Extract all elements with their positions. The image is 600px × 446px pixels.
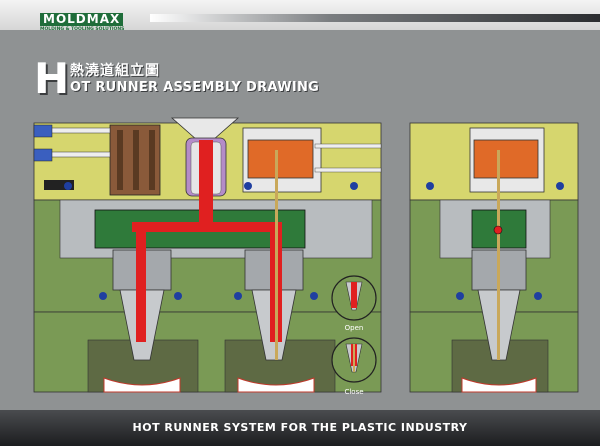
right-panel-valve-pin xyxy=(497,150,500,360)
sprue-melt-channel xyxy=(199,140,213,230)
logo-brand: MOLDMAX xyxy=(40,13,124,26)
title-english: OT RUNNER ASSEMBLY DRAWING xyxy=(70,80,320,95)
label-close: Close xyxy=(344,388,363,396)
bolt-1 xyxy=(64,182,72,190)
left-cylinder-slot-2 xyxy=(133,130,139,190)
main-assembly: Open Close xyxy=(33,117,382,396)
footer-text: HOT RUNNER SYSTEM FOR THE PLASTIC INDUST… xyxy=(132,421,468,434)
right-panel-melt-port xyxy=(493,225,503,235)
logo-tagline: MOLDING & TOOLING SOLUTIONS xyxy=(40,27,125,32)
bolt-7 xyxy=(310,292,318,300)
right-bolt-1 xyxy=(426,182,434,190)
title-chinese: 熱澆道組立圖 xyxy=(70,63,160,79)
air-line-3 xyxy=(314,143,382,149)
bolt-6 xyxy=(234,292,242,300)
bolt-3 xyxy=(350,182,358,190)
valve-pin xyxy=(275,150,278,360)
bolt-2 xyxy=(244,182,252,190)
label-open: Open xyxy=(345,324,364,332)
molded-part-right xyxy=(237,377,315,393)
detail-open-melt xyxy=(351,282,357,308)
air-line-4 xyxy=(314,167,382,173)
company-logo: MOLDMAX MOLDING & TOOLING SOLUTIONS xyxy=(40,8,124,32)
detail-close-pin xyxy=(353,344,355,372)
secondary-assembly xyxy=(409,122,579,393)
left-nozzle-melt-channel xyxy=(136,222,146,342)
air-fitting-1 xyxy=(33,124,53,138)
left-cylinder-slot-3 xyxy=(149,130,155,190)
manifold-melt-channel xyxy=(132,222,282,232)
air-fitting-2 xyxy=(33,148,53,162)
molded-part-left xyxy=(103,377,181,393)
footer-bar: HOT RUNNER SYSTEM FOR THE PLASTIC INDUST… xyxy=(0,410,600,446)
top-header-bar: MOLDMAX MOLDING & TOOLING SOLUTIONS xyxy=(0,0,600,32)
connector-block xyxy=(44,180,74,190)
right-bolt-3 xyxy=(456,292,464,300)
title-initial: H xyxy=(34,54,70,103)
right-bolt-4 xyxy=(534,292,542,300)
header-stripe xyxy=(150,14,600,22)
bolt-4 xyxy=(99,292,107,300)
right-panel-actuator-piston xyxy=(473,139,539,179)
right-bolt-2 xyxy=(556,182,564,190)
right-panel-molded-part xyxy=(461,377,537,393)
left-cylinder-slot-1 xyxy=(117,130,123,190)
bolt-5 xyxy=(174,292,182,300)
right-actuator-piston xyxy=(247,139,314,179)
